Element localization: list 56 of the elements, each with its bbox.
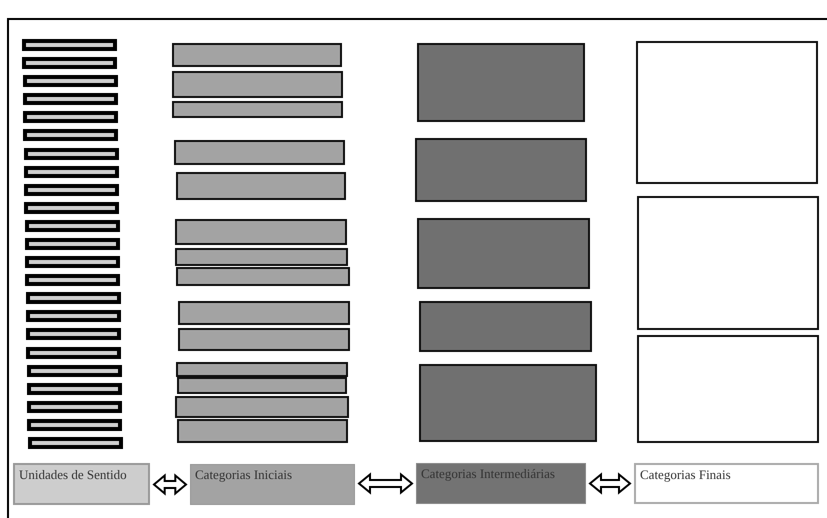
initial-category-box — [172, 71, 343, 98]
initial-category-box — [174, 140, 345, 165]
initial-category-box — [175, 396, 349, 418]
initial-category-box — [172, 43, 342, 67]
double-arrow — [357, 472, 414, 495]
meaning-unit-bar — [24, 184, 119, 196]
initial-category-box — [175, 219, 347, 245]
initial-category-box — [178, 328, 350, 351]
meaning-unit-bar — [23, 111, 118, 124]
meaning-unit-bar — [23, 129, 118, 142]
meaning-unit-bar — [25, 256, 120, 268]
meaning-unit-bar — [24, 238, 120, 250]
initial-category-box — [178, 301, 350, 325]
final-category-box — [636, 41, 818, 184]
initial-category-box — [177, 377, 347, 394]
intermediate-category-box — [419, 364, 597, 442]
meaning-unit-bar — [24, 202, 120, 214]
meaning-unit-bar — [24, 148, 118, 160]
initial-category-box — [177, 419, 348, 443]
meaning-unit-bar — [27, 400, 122, 413]
meaning-unit-bar — [26, 382, 122, 395]
double-arrow — [588, 472, 632, 495]
meaning-unit-bar — [26, 292, 120, 304]
final-category-box — [637, 335, 819, 443]
intermediate-category-box — [415, 138, 587, 202]
intermediate-category-box — [417, 218, 590, 289]
meaning-unit-bar — [22, 75, 118, 88]
category-label: Unidades de Sentido — [18, 466, 128, 484]
label-box — [416, 463, 586, 504]
meaning-unit-bar — [22, 93, 118, 106]
meaning-unit-bar — [24, 166, 119, 178]
intermediate-category-box — [419, 301, 592, 352]
label-box — [13, 463, 150, 505]
meaning-unit-bar — [24, 220, 120, 232]
initial-category-box — [172, 101, 343, 118]
meaning-unit-bar — [28, 436, 122, 449]
category-label: Categorias Intermediárias — [420, 465, 556, 483]
meaning-unit-bar — [26, 310, 121, 322]
final-category-box — [637, 196, 819, 330]
meaning-unit-bar — [25, 274, 120, 286]
meaning-unit-bar — [22, 39, 117, 51]
initial-category-box — [176, 362, 348, 377]
label-box — [190, 464, 355, 505]
meaning-unit-bar — [22, 57, 118, 70]
initial-category-box — [176, 172, 346, 200]
intermediate-category-box — [417, 43, 585, 122]
label-box — [634, 463, 819, 504]
double-arrow — [152, 473, 188, 496]
initial-category-box — [175, 248, 348, 266]
category-label: Categorias Iniciais — [194, 466, 294, 484]
meaning-unit-bar — [26, 328, 121, 340]
meaning-unit-bar — [27, 418, 122, 431]
meaning-unit-bar — [26, 364, 122, 377]
initial-category-box — [176, 267, 350, 286]
category-label: Categorias Finais — [639, 466, 732, 484]
meaning-unit-bar — [26, 346, 122, 359]
